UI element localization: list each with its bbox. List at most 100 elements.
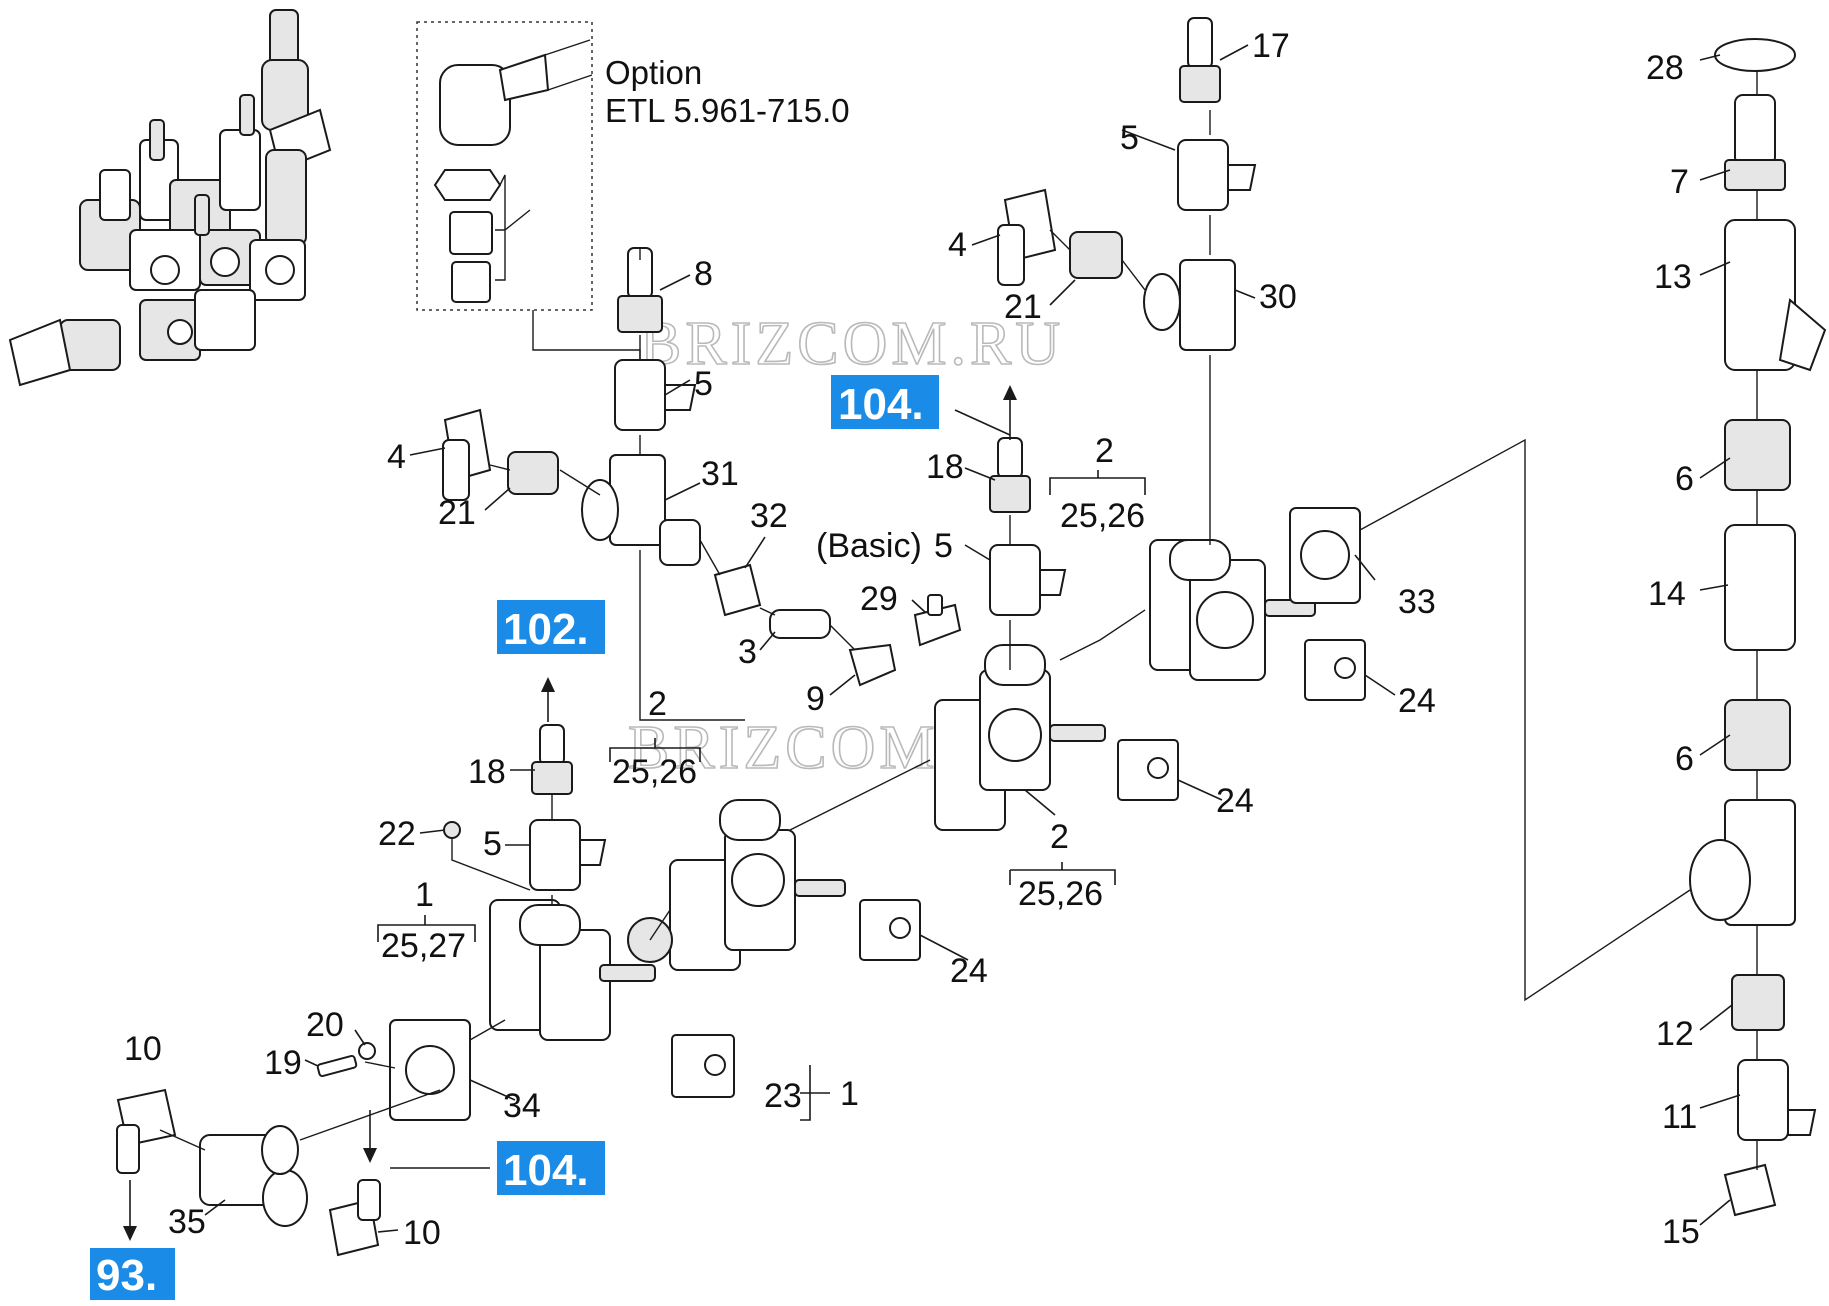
part-14-check-valve [1724,524,1796,651]
part-29-tee-small [913,594,962,647]
part-2-solenoid-valve-right [1149,539,1316,681]
part-4-elbow-right [997,188,1057,286]
option-part-number: ETL 5.961-715.0 [605,92,850,129]
part-10-elbow-left [116,1088,177,1174]
part-17-nipple [1179,17,1221,103]
part-3-check-valve [769,609,831,639]
label-18-lower: 18 [468,753,506,791]
part-13-strainer [1724,219,1827,372]
label-6-upper: 6 [1675,460,1694,498]
reference-102-button[interactable]: 102. [497,600,605,654]
part-tee-right [1689,799,1796,926]
part-6-double-nipple-upper [1724,419,1791,491]
part-2-solenoid-valve-left [627,799,846,971]
reference-104-top-label: 104. [838,380,924,429]
label-5-basic: 5 [934,527,953,565]
label-2-middle: 2 [1050,818,1069,856]
label-33: 33 [1398,583,1436,621]
label-15: 15 [1662,1213,1700,1251]
part-28-hose-clamp [1714,38,1796,72]
label-5-top-right: 5 [1120,119,1139,157]
part-24-solenoid-coil-middle [1117,739,1179,801]
part-18-nipple-upper [989,437,1031,513]
part-19-screw [316,1054,358,1078]
part-21-adapter-left [507,451,559,495]
label-18-upper: 18 [926,448,964,486]
part-5-ball-valve-top-right [1177,139,1257,211]
label-7: 7 [1670,163,1689,201]
label-20: 20 [306,1006,344,1044]
label-basic: (Basic) [816,527,922,565]
label-10-left: 10 [124,1030,162,1068]
leader-lines [123,44,1758,1241]
part-15-elbow [1723,1163,1777,1217]
part-labels: 17 5 4 21 30 8 5 4 21 31 32 3 9 29 18 (B… [124,27,1700,1252]
label-28: 28 [1646,49,1684,87]
label-12: 12 [1656,1015,1694,1053]
label-5-upper-left: 5 [694,365,713,403]
part-18-nipple-lower [531,724,573,795]
label-24-right: 24 [1398,682,1436,720]
part-2-solenoid-valve-middle [934,644,1106,831]
label-24-left: 24 [950,952,988,990]
label-3: 3 [738,633,757,671]
part-6-double-nipple-lower [1724,699,1791,771]
part-5-ball-valve-upper-left [614,359,697,431]
reference-93-label: 93. [96,1251,157,1300]
reference-104-bottom-label: 104. [503,1146,589,1195]
label-30: 30 [1259,278,1297,316]
part-35-tee [199,1125,308,1227]
label-32: 32 [750,497,788,535]
part-11-drain-valve [1737,1059,1817,1141]
part-20-washer [358,1042,376,1060]
part-24-solenoid-coil-left [859,899,921,961]
label-4-left: 4 [387,438,406,476]
part-5-ball-valve-lower [529,819,607,891]
part-31-tee [581,454,701,566]
label-24-middle: 24 [1216,782,1254,820]
part-10-elbow-right [328,1179,381,1257]
label-13: 13 [1654,258,1692,296]
label-19: 19 [264,1044,302,1082]
part-8-nipple [617,247,663,333]
label-22: 22 [378,815,416,853]
watermark-top: BRIZCOM.RU [640,310,1064,378]
label-34: 34 [503,1087,541,1125]
part-32-reducer [713,563,762,617]
part-21-adapter-right [1069,231,1123,279]
label-4-right: 4 [948,226,967,264]
label-17: 17 [1252,27,1290,65]
label-25-27: 25,27 [381,927,466,965]
part-33-flange [1289,507,1361,604]
label-25-26-right: 25,26 [1060,497,1145,535]
label-2-right: 2 [1095,432,1114,470]
label-21-right: 21 [1004,288,1042,326]
part-7-hose-nipple [1724,94,1786,191]
option-label: Option [605,54,702,91]
label-1-coil-group: 1 [840,1075,859,1113]
part-4-elbow-left [442,408,492,501]
label-8: 8 [694,255,713,293]
label-21-left: 21 [438,494,476,532]
reference-102-label: 102. [503,605,589,654]
label-25-26-middle: 25,26 [1018,875,1103,913]
part-9-elbow [848,643,897,687]
option-kit-group [416,21,641,390]
assembly-overview-illustration [8,9,332,387]
reference-104-bottom-button[interactable]: 104. [497,1141,605,1195]
reference-93-button[interactable]: 93. [90,1248,175,1300]
label-14: 14 [1648,575,1686,613]
label-31: 31 [701,455,739,493]
part-12-reducer [1731,974,1785,1031]
label-6-lower: 6 [1675,740,1694,778]
reference-104-top-button[interactable]: 104. [831,375,939,429]
label-25-26-left: 25,26 [612,753,697,791]
label-23: 23 [764,1077,802,1115]
label-11: 11 [1662,1098,1697,1136]
label-1-main: 1 [415,876,434,914]
label-10-right: 10 [403,1214,441,1252]
part-24-solenoid-coil-right [1304,639,1366,701]
label-2-left: 2 [648,685,667,723]
label-29: 29 [860,580,898,618]
